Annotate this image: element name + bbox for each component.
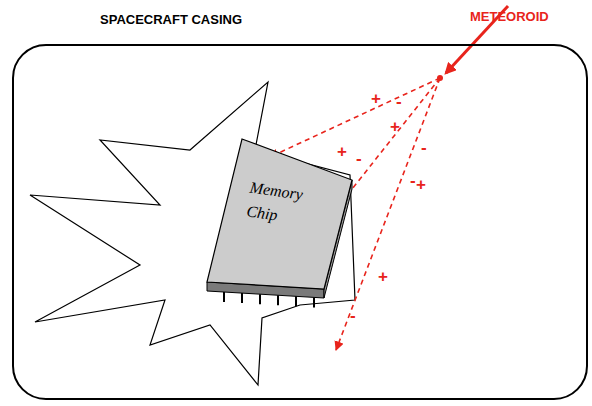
meteoroid-label: METEOROID [470,10,549,23]
charge-sign: - [410,172,416,189]
chip-label: Memory Chip [245,176,317,233]
spacecraft-casing: Memory ChipSPACECRAFT CASING [12,44,588,400]
chip-pin [223,292,225,302]
chip-pin [259,294,261,304]
charge-sign: + [371,90,381,107]
chip-pin [295,296,297,306]
explosion-starburst [30,82,355,385]
charge-sign: - [356,150,362,167]
charge-sign: + [390,118,400,135]
chip-pin [277,295,279,305]
chip-pin [241,293,243,303]
charge-sign: + [416,176,426,193]
impact-point [437,75,443,81]
charge-sign: + [378,268,388,285]
chip-pin [313,297,315,307]
charge-sign: + [337,143,347,160]
charge-sign: - [350,307,356,324]
casing-title: SPACECRAFT CASING [100,12,242,27]
charge-sign: - [396,93,402,110]
chip-top [207,139,352,289]
charge-sign: - [421,139,427,156]
